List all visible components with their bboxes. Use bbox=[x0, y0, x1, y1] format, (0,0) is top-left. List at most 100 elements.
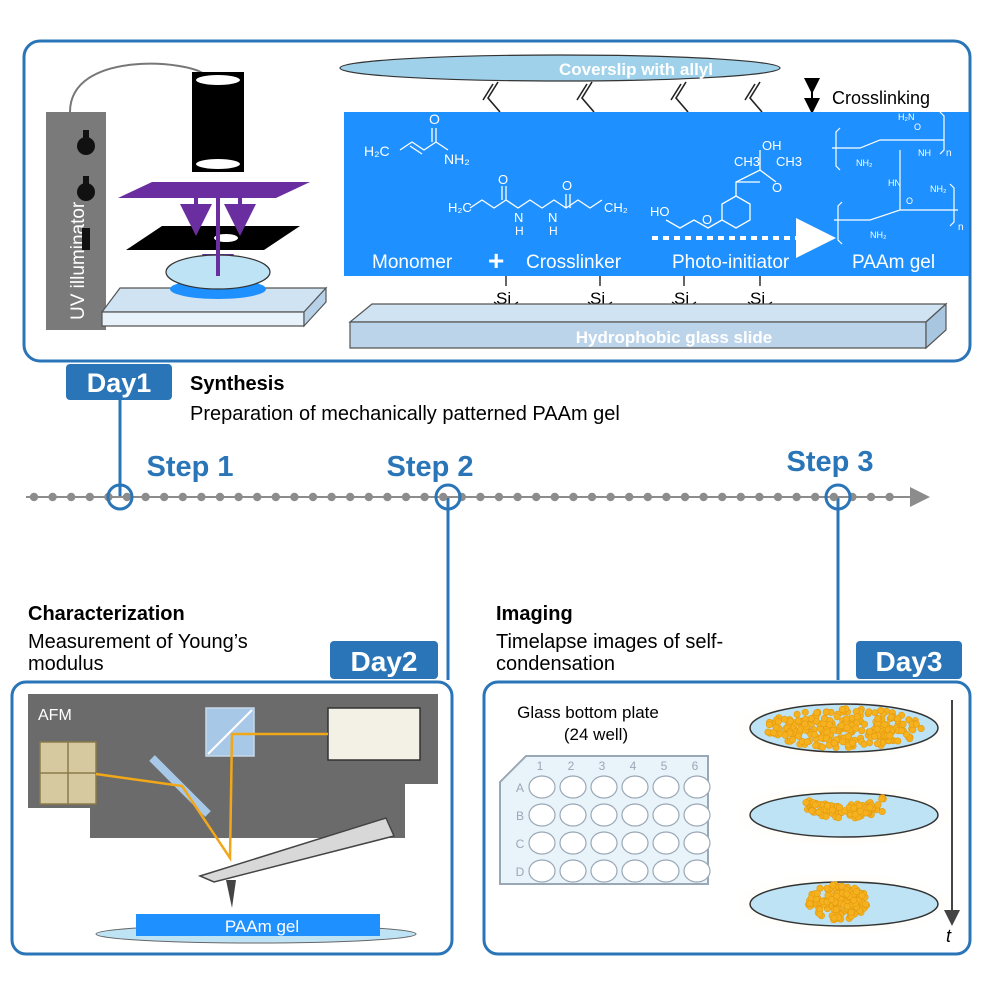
cell bbox=[917, 724, 925, 732]
cell bbox=[852, 888, 860, 896]
synthesis-title: Synthesis bbox=[190, 373, 284, 395]
characterization-desc-line1: Measurement of Young’s bbox=[28, 631, 248, 653]
cell bbox=[806, 900, 814, 908]
svg-text:n: n bbox=[958, 222, 964, 233]
timeline-dot bbox=[67, 492, 76, 502]
svg-text:CH3: CH3 bbox=[776, 154, 802, 169]
plate-well bbox=[621, 803, 649, 827]
timeline-dot bbox=[755, 492, 764, 502]
plate-well bbox=[590, 803, 618, 827]
imaging-section: Imaging Timelapse images of self- conden… bbox=[482, 603, 972, 956]
cell bbox=[803, 738, 811, 746]
laser-path bbox=[95, 732, 328, 863]
timeline-dot bbox=[85, 492, 95, 502]
step3-marker[interactable] bbox=[824, 483, 852, 511]
cell bbox=[873, 725, 881, 733]
cell bbox=[829, 881, 837, 889]
characterization-desc-line2: modulus bbox=[28, 653, 104, 675]
cell bbox=[828, 806, 836, 814]
svg-text:HO: HO bbox=[650, 204, 670, 219]
plate-column-label: 1 bbox=[537, 759, 544, 773]
svg-text:H₂C: H₂C bbox=[448, 200, 472, 215]
cell bbox=[810, 730, 818, 738]
cell bbox=[838, 882, 846, 890]
plate-well bbox=[590, 775, 618, 799]
svg-text:O: O bbox=[702, 212, 712, 227]
cell bbox=[818, 743, 826, 751]
cell bbox=[860, 720, 868, 728]
timeline-dot bbox=[569, 492, 578, 502]
cell bbox=[781, 731, 789, 739]
timelapse-frames bbox=[722, 694, 962, 938]
cell bbox=[866, 804, 874, 812]
timeline-dot bbox=[625, 492, 634, 502]
plate-row-label: B bbox=[516, 809, 524, 823]
cell bbox=[815, 808, 823, 816]
plate-well bbox=[683, 775, 711, 799]
cell bbox=[858, 892, 866, 900]
timeline: Day1 Synthesis Preparation of mechanical… bbox=[26, 364, 930, 680]
plate-column-label: 3 bbox=[599, 759, 606, 773]
timeline-dot bbox=[346, 492, 355, 502]
timeline-dot bbox=[290, 492, 299, 502]
cell bbox=[894, 737, 902, 745]
svg-text:n: n bbox=[946, 148, 952, 159]
photomask bbox=[126, 226, 300, 250]
allyl-groups bbox=[482, 81, 763, 113]
svg-text:H: H bbox=[549, 224, 558, 238]
cell bbox=[874, 801, 882, 809]
cell bbox=[870, 732, 878, 740]
svg-text:Si: Si bbox=[674, 289, 689, 308]
timeline-dot bbox=[215, 492, 225, 502]
crosslinking-label: Crosslinking bbox=[832, 88, 930, 108]
plate-well bbox=[559, 831, 587, 855]
plate-well bbox=[590, 859, 618, 883]
cell bbox=[830, 739, 838, 747]
svg-text:Si: Si bbox=[496, 289, 511, 308]
plate-well bbox=[559, 803, 587, 827]
cell bbox=[801, 708, 809, 716]
cell bbox=[765, 721, 773, 729]
cell bbox=[861, 900, 869, 908]
cell bbox=[865, 708, 873, 716]
day2-badge-label: Day2 bbox=[351, 646, 418, 677]
plate-well bbox=[652, 803, 680, 827]
cell bbox=[793, 710, 801, 718]
svg-text:O: O bbox=[906, 196, 913, 206]
svg-text:O: O bbox=[772, 180, 782, 195]
cell bbox=[823, 728, 831, 736]
plus-sign: + bbox=[488, 245, 504, 276]
step3-label: Step 3 bbox=[786, 446, 873, 478]
gel-reaction-box bbox=[344, 112, 969, 276]
uv-lamp-objective bbox=[192, 72, 244, 172]
photoinitiator-structure bbox=[665, 150, 777, 229]
plate-well bbox=[528, 859, 556, 883]
cell bbox=[822, 812, 830, 820]
cell bbox=[881, 720, 889, 728]
cell bbox=[839, 738, 847, 746]
cell bbox=[774, 717, 782, 725]
cell bbox=[909, 726, 917, 734]
plate-well bbox=[528, 775, 556, 799]
svg-text:CH₂: CH₂ bbox=[604, 200, 628, 215]
plate-well bbox=[559, 859, 587, 883]
cell bbox=[878, 807, 886, 815]
svg-text:O: O bbox=[498, 172, 508, 187]
step1-marker[interactable] bbox=[106, 483, 134, 511]
laser-source bbox=[39, 741, 97, 805]
timeline-dot bbox=[829, 492, 838, 502]
cell bbox=[772, 723, 780, 731]
svg-text:O: O bbox=[562, 178, 572, 193]
cell bbox=[843, 724, 851, 732]
imaging-desc-line2: condensation bbox=[496, 653, 615, 675]
day3-badge-label: Day3 bbox=[876, 646, 943, 677]
cell bbox=[852, 724, 860, 732]
cell bbox=[878, 795, 886, 803]
plate-well bbox=[559, 775, 587, 799]
cell bbox=[849, 739, 857, 747]
uv-illuminator: UV illuminator bbox=[46, 62, 206, 330]
step2-marker[interactable] bbox=[434, 483, 462, 511]
cell bbox=[898, 727, 906, 735]
cell bbox=[830, 914, 838, 922]
